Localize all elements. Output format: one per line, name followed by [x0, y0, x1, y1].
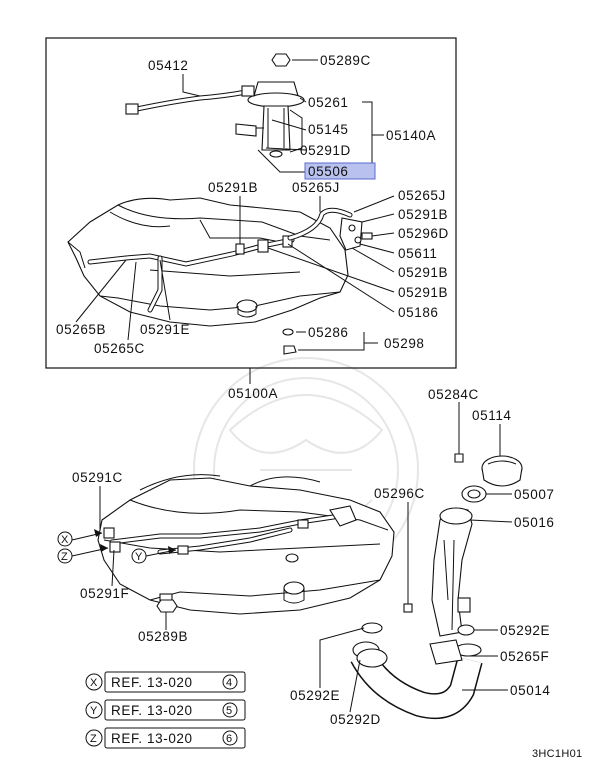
label-05291f: 05291F: [80, 586, 129, 601]
upper-part-labels: 05412 05289C 05261 05145 05140A 05291D 0…: [56, 53, 449, 356]
marker-y: Y: [135, 551, 143, 563]
label-05145: 05145: [308, 122, 349, 137]
reference-row-y[interactable]: Y REF. 13-020 5: [85, 699, 246, 721]
label-05611: 05611: [398, 246, 438, 261]
label-05292e-1: 05292E: [500, 623, 550, 638]
label-05261: 05261: [308, 95, 349, 110]
label-05291b-4: 05291B: [398, 285, 448, 300]
lower-part-labels: 05284C 05114 05291C 05296C 05007 05016 0…: [72, 387, 555, 727]
label-05291b-3: 05291B: [398, 265, 448, 280]
upper-leaders: [75, 59, 395, 351]
label-05412: 05412: [148, 58, 189, 73]
marker-z: Z: [61, 551, 68, 563]
label-05186: 05186: [398, 305, 439, 320]
label-05140a: 05140A: [386, 128, 436, 143]
label-05296c: 05296C: [374, 486, 425, 501]
lower-leaders: [71, 402, 513, 713]
ref-letter: X: [90, 677, 98, 689]
ref-text: REF. 13-020: [111, 731, 193, 746]
label-05298: 05298: [384, 336, 425, 351]
label-05292d: 05292D: [330, 712, 381, 727]
label-05291b-1: 05291B: [208, 180, 258, 195]
fuel-tank-lower-drawing: [97, 474, 395, 615]
label-05114: 05114: [472, 408, 512, 423]
label-05506[interactable]: 05506: [308, 164, 349, 179]
label-05007: 05007: [514, 487, 555, 502]
label-05284c: 05284C: [428, 387, 479, 402]
label-05265j-1: 05265J: [292, 180, 340, 195]
filler-neck-assembly: [350, 442, 523, 720]
label-05289b: 05289B: [138, 629, 188, 644]
label-05296d: 05296D: [398, 226, 449, 241]
label-05265j-2: 05265J: [398, 188, 446, 203]
ref-number: 5: [226, 705, 232, 717]
label-05291c: 05291C: [72, 470, 123, 485]
ref-number: 4: [226, 677, 232, 689]
label-05265f: 05265F: [500, 649, 549, 664]
label-05291d: 05291D: [300, 143, 351, 158]
reference-row-x[interactable]: X REF. 13-020 4: [85, 671, 246, 693]
label-05291b-2: 05291B: [398, 207, 448, 222]
ref-text: REF. 13-020: [111, 675, 193, 690]
reference-legend: X REF. 13-020 4 Y REF. 13-020 5 Z REF. 1…: [85, 671, 246, 749]
label-05265c: 05265C: [94, 341, 145, 356]
marker-x: X: [61, 534, 69, 546]
ref-number: 6: [226, 733, 232, 745]
diagram-code: 3HC1H01: [532, 748, 582, 760]
label-05016: 05016: [514, 515, 555, 530]
label-05292e-2: 05292E: [290, 688, 340, 703]
fuel-tank-upper-drawing: [67, 53, 373, 355]
label-05291e: 05291E: [140, 322, 190, 337]
ref-letter: Z: [90, 733, 97, 745]
label-05014: 05014: [510, 683, 551, 698]
label-05265b: 05265B: [56, 322, 106, 337]
lower-markers: X Z Y: [57, 531, 147, 564]
label-05289c: 05289C: [320, 53, 371, 68]
upper-assembly-frame: [45, 37, 457, 369]
ref-text: REF. 13-020: [111, 703, 193, 718]
highlight-box-05506: [304, 162, 376, 180]
reference-row-z[interactable]: Z REF. 13-020 6: [85, 727, 246, 749]
label-05286: 05286: [308, 325, 349, 340]
label-05100a: 05100A: [228, 386, 278, 401]
ref-letter: Y: [90, 705, 98, 717]
